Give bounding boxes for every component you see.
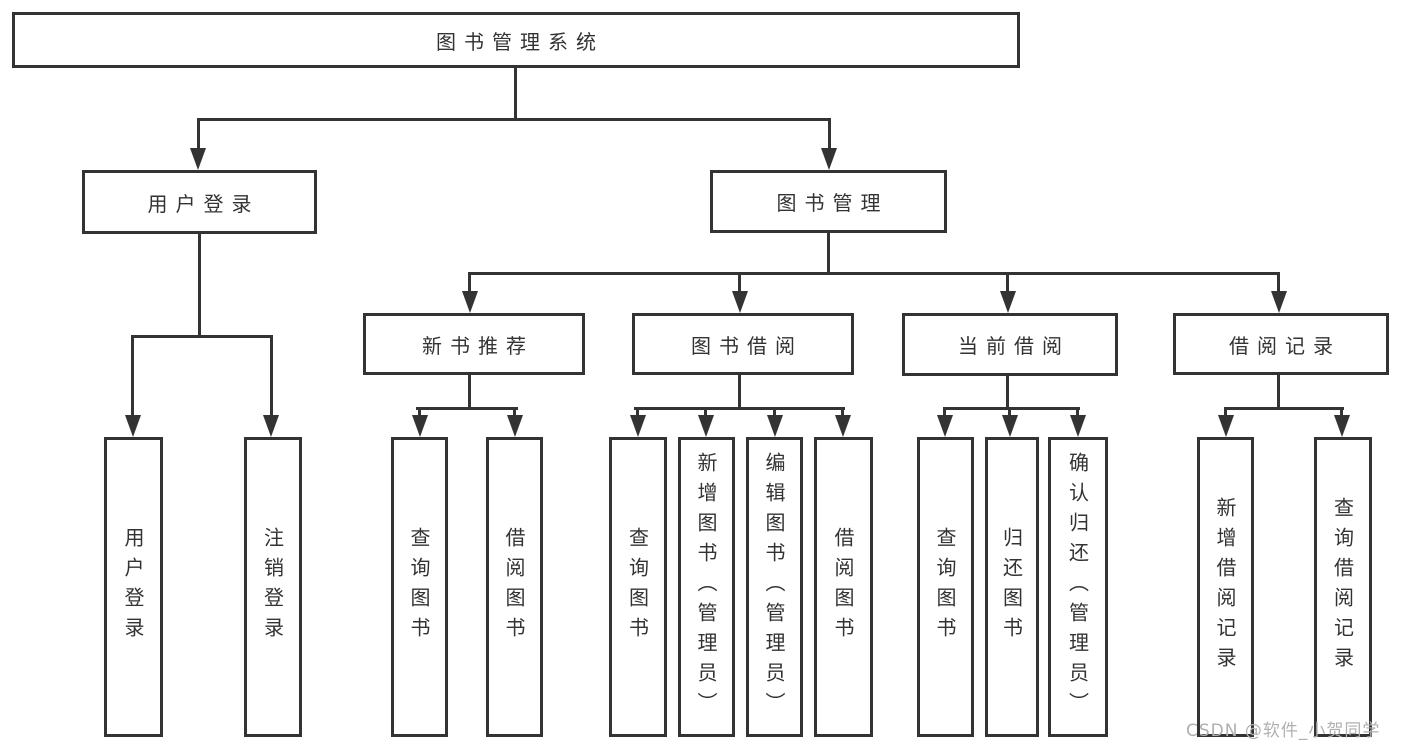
connector-level3-drop xyxy=(468,272,471,292)
leaf-user-login: 用户登录 xyxy=(104,437,163,737)
connector-user-login-bar xyxy=(131,335,273,338)
connector-leaf-drop xyxy=(636,407,639,417)
arrow-down-icon xyxy=(462,291,478,313)
connector-leaf-drop xyxy=(1008,407,1011,417)
connector-leaf-drop xyxy=(943,407,946,417)
node-new-book-recommend: 新书推荐 xyxy=(363,313,585,375)
arrow-down-icon xyxy=(190,148,206,170)
arrow-down-icon xyxy=(263,415,279,437)
arrow-down-icon xyxy=(937,415,953,437)
connector-leaf-drop xyxy=(1076,407,1079,417)
node-book-management: 图书管理 xyxy=(710,170,947,233)
connector-book-mgmt-drop xyxy=(828,118,831,151)
connector-leaf-drop xyxy=(270,335,273,415)
arrow-down-icon xyxy=(630,415,646,437)
leaf-edit-book-admin: 编辑图书（管理员） xyxy=(746,437,803,737)
connector-stub xyxy=(1006,375,1009,409)
arrow-down-icon xyxy=(125,415,141,437)
connector-stub xyxy=(738,375,741,409)
connector-leaf-drop xyxy=(773,407,776,417)
arrow-down-icon xyxy=(1002,415,1018,437)
arrow-down-icon xyxy=(1271,291,1287,313)
arrow-down-icon xyxy=(1334,415,1350,437)
arrow-down-icon xyxy=(821,148,837,170)
connector-level2-bar xyxy=(197,118,831,121)
arrow-down-icon xyxy=(835,415,851,437)
leaf-query-borrow-record: 查询借阅记录 xyxy=(1314,437,1372,737)
connector-stub xyxy=(468,375,471,409)
arrow-down-icon xyxy=(698,415,714,437)
arrow-down-icon xyxy=(507,415,523,437)
arrow-down-icon xyxy=(1000,291,1016,313)
connector-user-login-stub xyxy=(198,234,201,338)
connector-level3-drop xyxy=(1006,272,1009,292)
leaf-query-books-current: 查询图书 xyxy=(917,437,974,737)
connector-user-login-drop xyxy=(197,118,200,151)
connector-book-mgmt-stub xyxy=(827,233,830,274)
leaf-query-books-borrow: 查询图书 xyxy=(609,437,667,737)
leaf-add-book-admin: 新增图书（管理员） xyxy=(678,437,735,737)
connector-stub xyxy=(1277,375,1280,409)
node-user-login: 用户登录 xyxy=(82,170,317,234)
connector-leaf-drop xyxy=(513,407,516,417)
leaf-confirm-return-admin: 确认归还（管理员） xyxy=(1048,437,1108,737)
node-borrowing-records: 借阅记录 xyxy=(1173,313,1389,375)
connector-root-trunk xyxy=(514,68,517,119)
connector-bar xyxy=(416,407,518,410)
connector-leaf-drop xyxy=(131,335,134,415)
arrow-down-icon xyxy=(732,291,748,313)
connector-bar xyxy=(943,407,1080,410)
leaf-logout: 注销登录 xyxy=(244,437,302,737)
arrow-down-icon xyxy=(412,415,428,437)
connector-level3-drop xyxy=(738,272,741,292)
connector-bar xyxy=(634,407,845,410)
leaf-return-book: 归还图书 xyxy=(985,437,1039,737)
connector-leaf-drop xyxy=(841,407,844,417)
leaf-borrow-books: 借阅图书 xyxy=(814,437,873,737)
arrow-down-icon xyxy=(1070,415,1086,437)
connector-bar xyxy=(1224,407,1344,410)
connector-leaf-drop xyxy=(704,407,707,417)
leaf-add-borrow-record: 新增借阅记录 xyxy=(1197,437,1254,737)
arrow-down-icon xyxy=(767,415,783,437)
node-book-borrowing: 图书借阅 xyxy=(632,313,854,375)
arrow-down-icon xyxy=(1218,415,1234,437)
node-library-management-system: 图书管理系统 xyxy=(12,12,1020,68)
connector-level3-drop xyxy=(1277,272,1280,292)
connector-leaf-drop xyxy=(418,407,421,417)
csdn-watermark: CSDN @软件_小贺同学 xyxy=(1186,721,1381,741)
node-current-borrowing: 当前借阅 xyxy=(902,313,1118,376)
connector-level3-bar xyxy=(468,272,1280,275)
leaf-borrow-books-recommend: 借阅图书 xyxy=(486,437,543,737)
connector-leaf-drop xyxy=(1224,407,1227,417)
connector-leaf-drop xyxy=(1340,407,1343,417)
leaf-query-books-recommend: 查询图书 xyxy=(391,437,448,737)
